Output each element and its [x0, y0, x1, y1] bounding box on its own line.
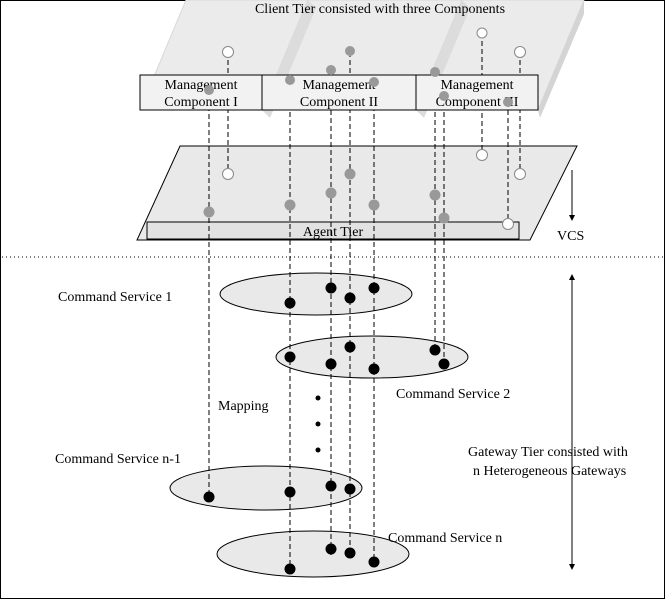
- mapping-label: Mapping: [218, 399, 269, 414]
- management-component-2-line2: Component II: [300, 95, 378, 110]
- management-component-1-line2: Component I: [164, 95, 238, 110]
- command-service-n-1-ellipse: [169, 465, 363, 511]
- agent-tier-slab: [136, 145, 578, 241]
- command-service-1-label: Command Service 1: [58, 290, 172, 305]
- client-tier-nodes: [204, 27, 526, 107]
- command-service-n-label: Command Service n: [388, 531, 502, 546]
- management-component-2-line1: Management: [302, 78, 375, 93]
- management-component-1-line1: Management: [164, 78, 237, 93]
- command-service-n-ellipse: [216, 530, 410, 578]
- management-component-3-line2: Component III: [436, 95, 519, 110]
- command-service-1-ellipse: [219, 272, 413, 316]
- gateway-tier-line1: Gateway Tier consisted with: [468, 445, 628, 460]
- gateway-tier-line2: n Heterogeneous Gateways: [473, 464, 626, 479]
- command-service-2-ellipse: [275, 335, 469, 379]
- client-tier-title: Client Tier consisted with three Compone…: [255, 2, 505, 17]
- management-component-3-line1: Management: [440, 78, 513, 93]
- agent-tier-label: Agent Tier: [303, 225, 364, 240]
- gateway-tier-nodes: [203, 282, 450, 575]
- agent-tier-nodes: [203, 149, 526, 230]
- vcs-label: VCS: [557, 229, 584, 244]
- command-service-2-label: Command Service 2: [396, 387, 510, 402]
- command-service-n-1-label: Command Service n-1: [55, 452, 181, 467]
